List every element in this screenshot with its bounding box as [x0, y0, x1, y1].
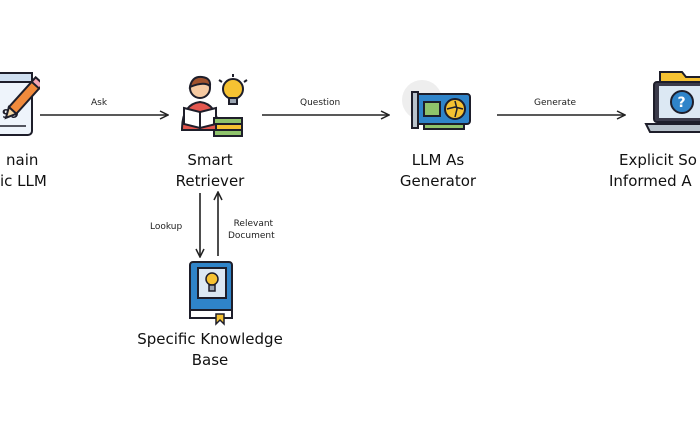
domain-llm-label: nain ic LLM [0, 150, 47, 192]
explicit-answer-label-line2: Informed A [609, 172, 692, 190]
knowledge-base-label-line1: Specific Knowledge [137, 330, 283, 348]
domain-llm-label-line1: nain [6, 151, 39, 169]
question-label: Question [300, 98, 341, 108]
llm-generator-label: LLM As Generator [390, 150, 486, 192]
relevant-document-label-line2: Document [228, 231, 275, 241]
domain-llm-label-line2: ic LLM [0, 172, 47, 190]
svg-text:?: ? [678, 95, 686, 111]
llm-generator-label-line2: Generator [399, 172, 477, 190]
relevant-document-label-line1: Relevant [233, 219, 274, 229]
knowledge-base-label: Specific Knowledge Base [120, 329, 300, 371]
lookup-label: Lookup [150, 222, 183, 232]
explicit-answer-label-line1: Explicit So [619, 151, 697, 169]
person-reading-idea-icon [178, 72, 248, 142]
llm-generator-label-line1: LLM As [411, 151, 465, 169]
gpu-card-icon [400, 78, 476, 138]
smart-retriever-label: Smart Retriever [160, 150, 260, 192]
ask-label: Ask [91, 98, 108, 108]
smart-retriever-label-line2: Retriever [175, 172, 245, 190]
knowledge-base-label-line2: Base [191, 351, 229, 369]
laptop-question-icon: ? [640, 68, 700, 138]
relevant-document-label: Relevant Document [228, 218, 275, 242]
explicit-answer-label: Explicit So Informed A [609, 150, 697, 192]
generate-label: Generate [534, 98, 577, 108]
smart-retriever-label-line1: Smart [187, 151, 233, 169]
notepad-pencil-icon: 99 [0, 70, 45, 138]
book-lightbulb-icon [186, 258, 236, 326]
